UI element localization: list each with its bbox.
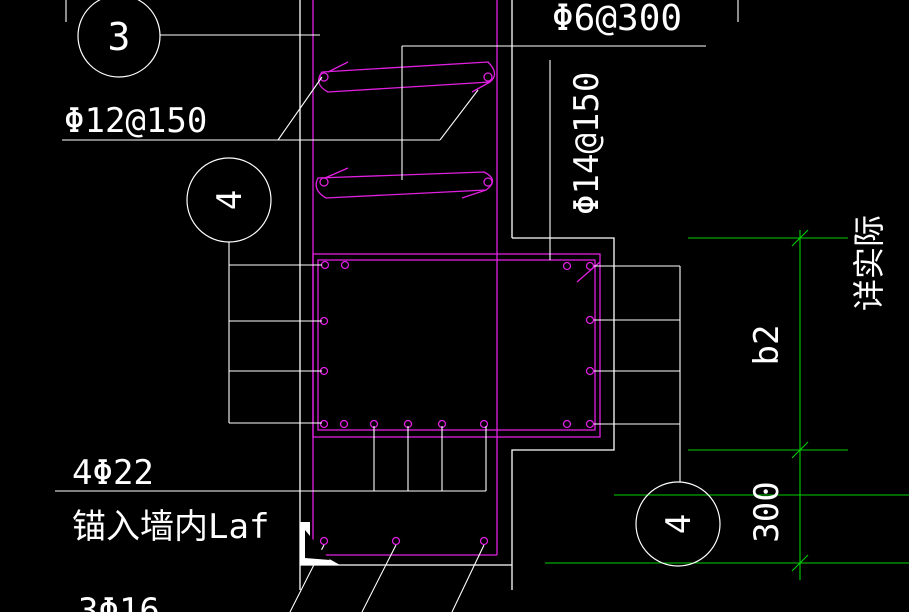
dim-label-300: 300 — [747, 481, 787, 542]
label-main-bars: 4Φ22 — [72, 453, 154, 493]
svg-text:3: 3 — [108, 15, 131, 59]
svg-text:4: 4 — [210, 190, 250, 210]
svg-text:4: 4 — [659, 514, 699, 534]
rebar-cage — [312, 0, 601, 556]
callout-4-left: 4 — [186, 157, 272, 243]
leader-lines — [55, 0, 739, 612]
section-marker-inner — [305, 530, 330, 560]
callout-4-right: 4 — [635, 481, 721, 567]
rebar-bars — [319, 72, 595, 546]
label-right-vertical-note: 详实际 — [850, 215, 888, 311]
label-vertical-stirrup: Φ14@150 — [567, 72, 607, 215]
label-top-right-stirrup: Φ6@300 — [552, 0, 682, 39]
label-anchor-note: 锚入墙内Laf — [72, 507, 269, 547]
dimension-lines — [545, 229, 909, 580]
label-bottom-bars: 3Φ16 — [78, 591, 160, 612]
label-left-stirrup: Φ12@150 — [64, 101, 207, 141]
dim-label-b2: b2 — [747, 325, 787, 366]
callout-3: 3 — [77, 0, 161, 78]
